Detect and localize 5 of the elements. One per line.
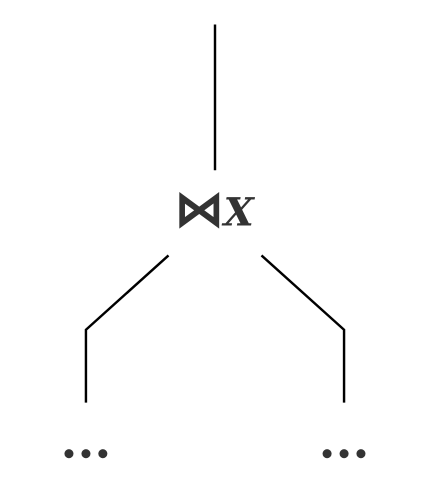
connector-line [214, 24, 216, 170]
node-text: ... [60, 414, 112, 471]
connector-line [84, 254, 170, 403]
node-text: ... [318, 414, 370, 471]
connector-line [260, 254, 346, 403]
